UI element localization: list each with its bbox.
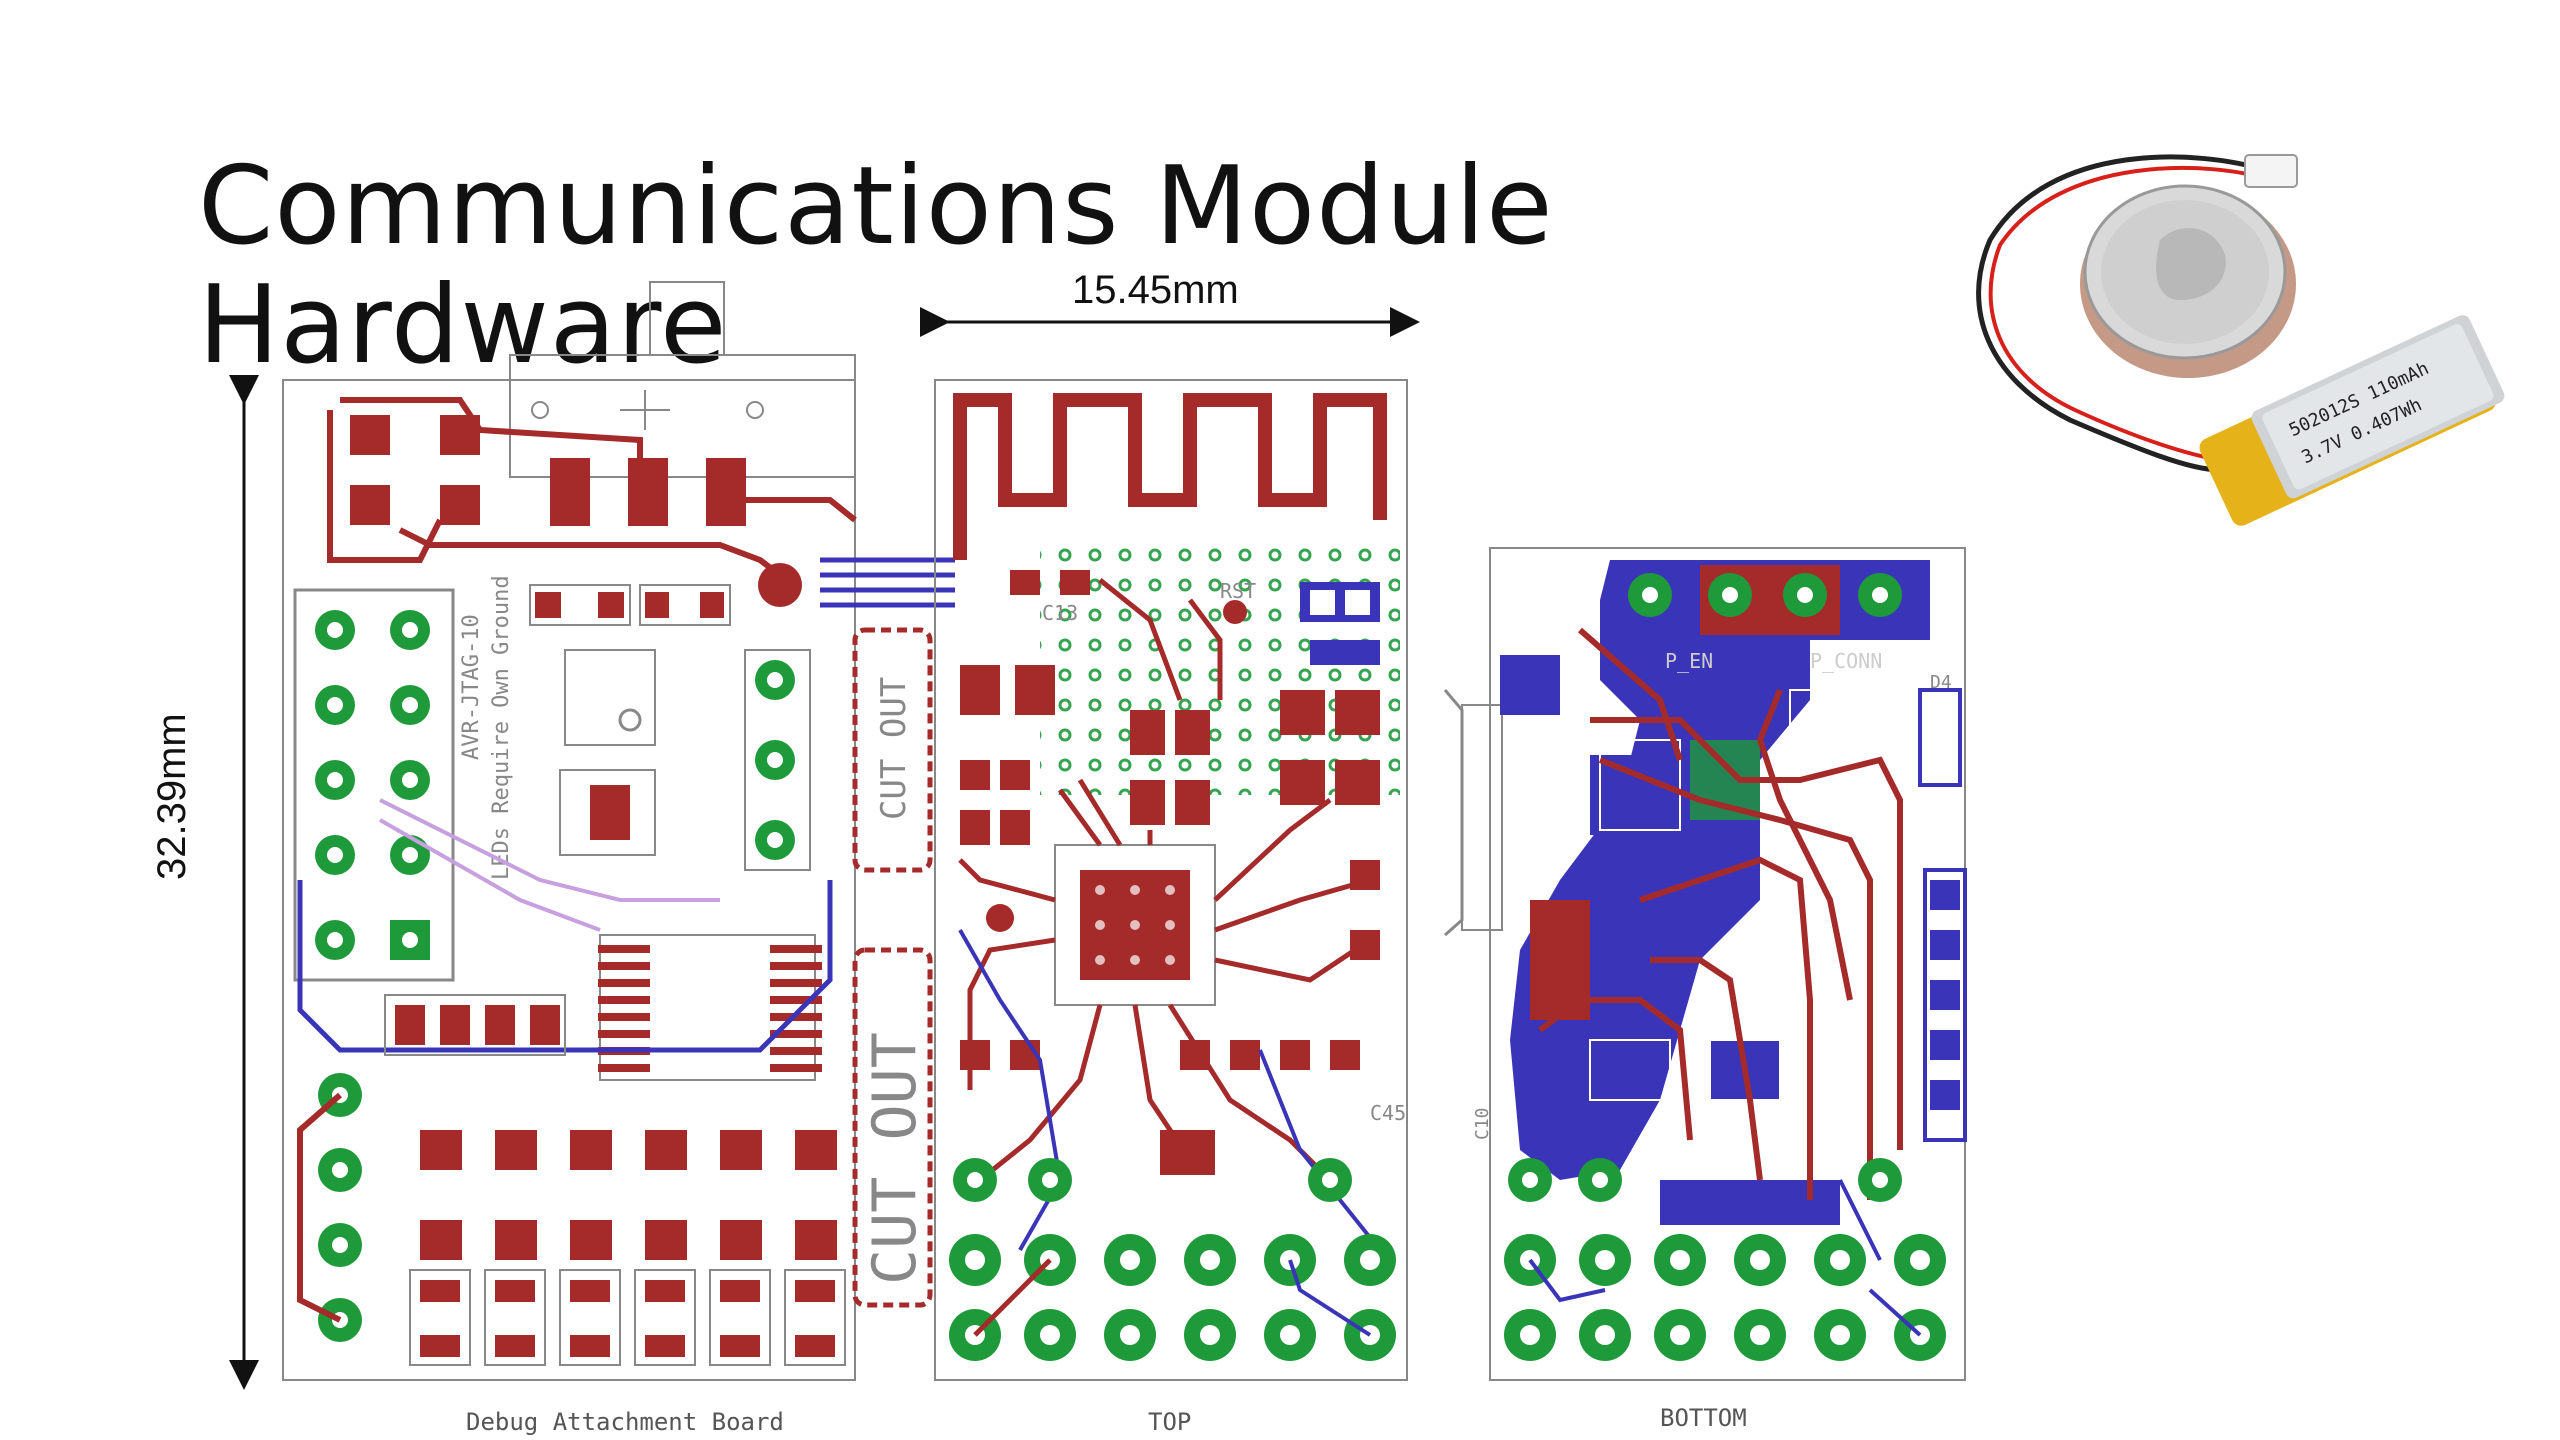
svg-text:C10: C10 bbox=[1472, 1107, 1493, 1140]
svg-text:C13: C13 bbox=[1042, 601, 1078, 625]
svg-text:D4: D4 bbox=[1930, 672, 1952, 693]
bottom-board: P_EN P_CONN D4 C10 bbox=[1443, 547, 1967, 1381]
top-board-caption: TOP bbox=[1148, 1408, 1192, 1436]
width-dimension-label: 15.45mm bbox=[1072, 268, 1239, 312]
svg-text:P_CONN: P_CONN bbox=[1810, 649, 1882, 673]
svg-text:C45: C45 bbox=[1370, 1101, 1406, 1125]
svg-text:CUT OUT: CUT OUT bbox=[860, 1032, 930, 1285]
svg-text:LEDs Require Own Ground: LEDs Require Own Ground bbox=[489, 575, 514, 880]
cut-out-zones: CUT OUT CUT OUT bbox=[852, 627, 933, 1308]
bottom-board-caption: BOTTOM bbox=[1660, 1404, 1747, 1432]
debug-board-caption: Debug Attachment Board bbox=[466, 1408, 784, 1436]
svg-text:P_EN: P_EN bbox=[1665, 649, 1713, 673]
battery-photo: 502012S 110mAh 3.7V 0.407Wh bbox=[1976, 154, 2505, 526]
svg-text:RST: RST bbox=[1220, 579, 1256, 603]
svg-text:AVR-JTAG-10: AVR-JTAG-10 bbox=[459, 614, 484, 760]
debug-attachment-board: AVR-JTAG-10 LEDs Require Own Ground bbox=[282, 281, 955, 1381]
svg-text:CUT OUT: CUT OUT bbox=[874, 677, 914, 820]
top-board: C13 RST C45 bbox=[934, 379, 1408, 1381]
slide-title: Communications Module Hardware bbox=[198, 144, 1554, 388]
